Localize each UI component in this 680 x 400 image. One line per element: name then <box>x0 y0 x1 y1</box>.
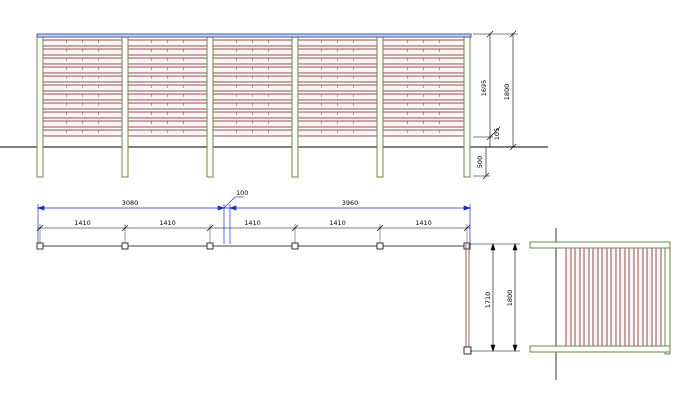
fence-post <box>376 36 384 178</box>
dim-panel-height: 1695 <box>480 80 488 97</box>
dim-overall-right: 3960 <box>342 199 359 207</box>
fence-side-view <box>529 228 671 380</box>
plan-post <box>36 242 44 250</box>
elevation-dimensions <box>473 30 518 180</box>
side-board <box>628 247 635 347</box>
dim-offset: 100 <box>236 189 248 197</box>
plan-post <box>291 242 299 250</box>
dim-gap: 105 <box>493 128 501 140</box>
side-rail-top <box>529 241 671 249</box>
fence-post <box>291 36 299 178</box>
side-board <box>610 247 617 347</box>
fence-post <box>206 36 214 178</box>
dim-side-inner: 1710 <box>484 292 492 309</box>
side-board <box>565 247 572 347</box>
dim-total-height: 1800 <box>503 84 511 101</box>
plan-post <box>463 242 471 250</box>
span-label: 1410 <box>159 219 176 227</box>
plan-side-return <box>463 244 472 355</box>
fence-post <box>121 36 129 178</box>
side-board <box>574 247 581 347</box>
dim-post-depth: 500 <box>476 156 484 168</box>
side-post-right <box>664 241 671 355</box>
side-board <box>583 247 590 347</box>
plan-post <box>206 242 214 250</box>
dim-side-outer: 1800 <box>506 290 514 307</box>
span-label: 1410 <box>244 219 261 227</box>
side-rail-bottom <box>529 345 671 353</box>
side-board <box>601 247 608 347</box>
side-board <box>655 247 662 347</box>
fence-elevation: 1800 1695 105 500 <box>0 30 548 180</box>
fence-post <box>463 36 471 178</box>
side-board <box>637 247 644 347</box>
side-board <box>592 247 599 347</box>
fence-post <box>36 36 44 178</box>
plan-post <box>376 242 384 250</box>
span-label: 1410 <box>415 219 432 227</box>
top-cap-rail <box>36 33 472 38</box>
side-board <box>619 247 626 347</box>
side-board <box>646 247 653 347</box>
span-label: 1410 <box>74 219 91 227</box>
span-label: 1410 <box>329 219 346 227</box>
plan-post <box>121 242 129 250</box>
dim-overall-left: 3080 <box>122 199 139 207</box>
